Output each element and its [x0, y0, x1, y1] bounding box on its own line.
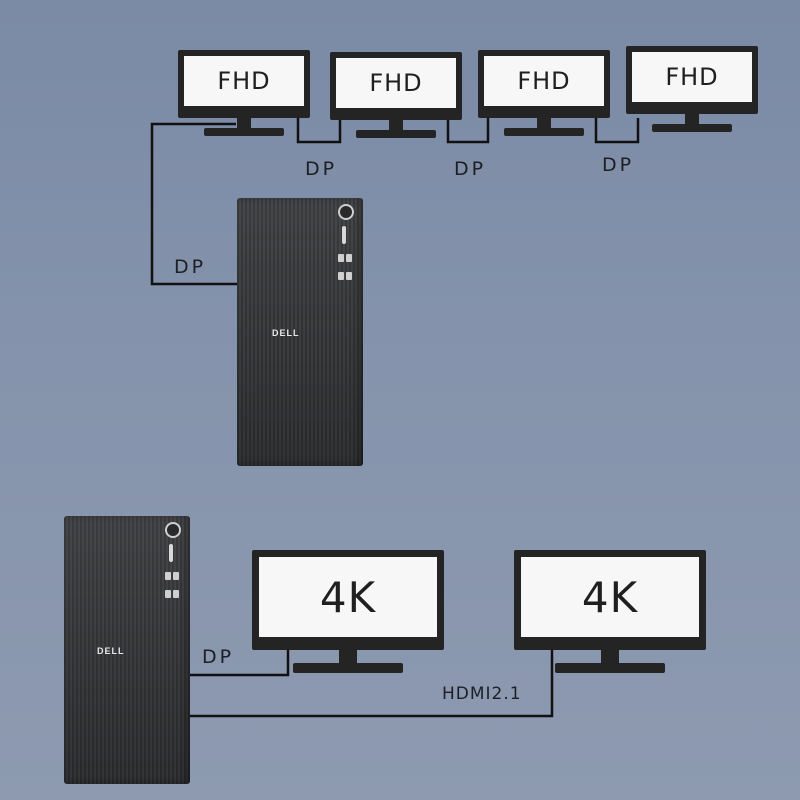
usb-port-icon [338, 272, 344, 280]
hdmi-label-4k-link: HDMI2.1 [442, 684, 522, 704]
dp-label-link-1: DP [305, 158, 337, 180]
audio-jack-icon [342, 226, 346, 244]
monitor-screen-label: FHD [484, 56, 604, 106]
usb-port-icon [165, 590, 171, 598]
dell-logo: DELL [272, 328, 300, 338]
dp-label-pc-link: DP [174, 256, 206, 278]
usb-port-icon [173, 590, 179, 598]
usb-port-icon [173, 572, 179, 580]
audio-jack-icon [169, 544, 173, 562]
monitor-screen-label: FHD [184, 56, 304, 106]
fhd-monitor-1: FHD [178, 50, 310, 140]
4k-monitor-2: 4K [514, 550, 706, 676]
dp-label-link-3: DP [602, 154, 634, 176]
monitor-screen-label: FHD [632, 52, 752, 102]
power-button-icon [338, 204, 354, 220]
monitor-screen-label: 4K [521, 557, 699, 637]
fhd-monitor-2: FHD [330, 52, 462, 142]
power-button-icon [165, 522, 181, 538]
4k-monitor-1: 4K [252, 550, 444, 676]
fhd-monitor-3: FHD [478, 50, 610, 140]
monitor-screen-label: 4K [259, 557, 437, 637]
usb-port-icon [346, 254, 352, 262]
fhd-monitor-4: FHD [626, 46, 758, 136]
dp-label-4k-link: DP [202, 646, 234, 668]
usb-port-icon [338, 254, 344, 262]
desktop-tower-bottom: DELL [64, 516, 190, 784]
dp-label-link-2: DP [454, 158, 486, 180]
monitor-screen-label: FHD [336, 58, 456, 108]
dell-logo: DELL [97, 646, 125, 656]
desktop-tower-top: DELL [237, 198, 363, 466]
usb-port-icon [346, 272, 352, 280]
usb-port-icon [165, 572, 171, 580]
